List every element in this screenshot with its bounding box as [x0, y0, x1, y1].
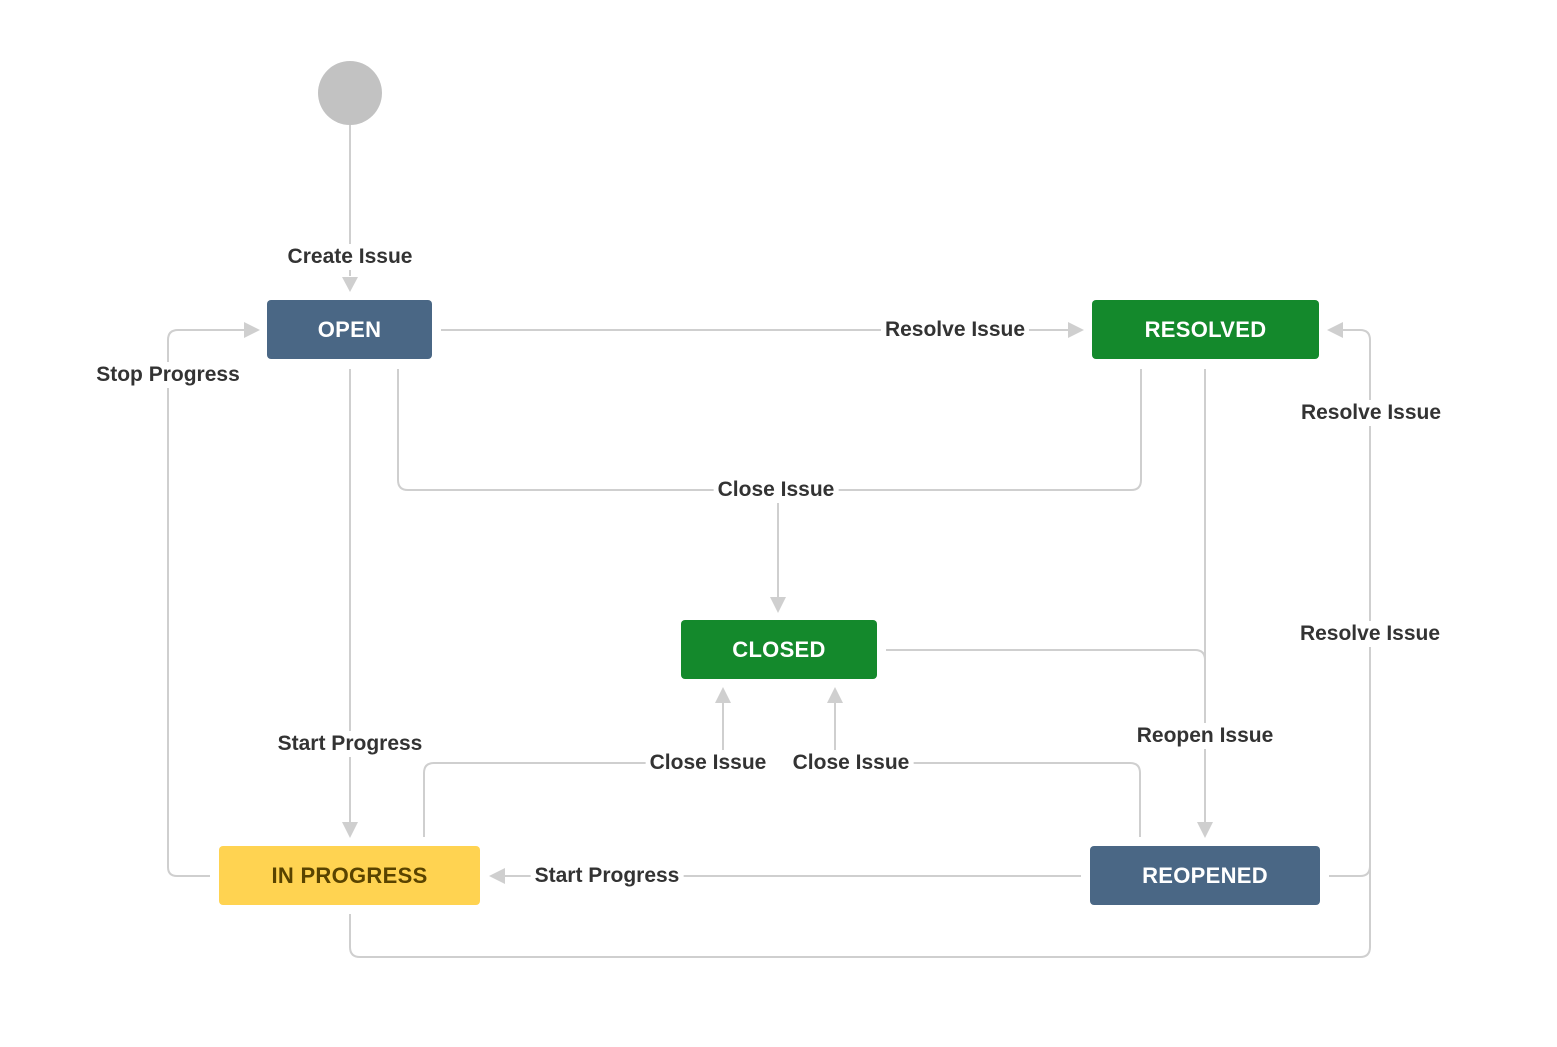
edge-close-open-resolved: [397, 369, 1142, 491]
transition-label-close-open-resolved[interactable]: Close Issue: [713, 477, 839, 503]
edge-resolve-inprogress: [349, 866, 1371, 958]
status-resolved[interactable]: RESOLVED: [1092, 300, 1319, 359]
transition-label-resolve-inprogress[interactable]: Resolve Issue: [1295, 621, 1445, 647]
edge-close-reopened: [834, 703, 1141, 837]
status-open[interactable]: OPEN: [267, 300, 432, 359]
arrowhead-resolve-open: [1068, 322, 1084, 338]
initial-state-node: [318, 61, 382, 125]
arrowhead-close-reopened: [827, 687, 843, 703]
status-in-progress[interactable]: IN PROGRESS: [219, 846, 480, 905]
arrowhead-stop-progress: [244, 322, 260, 338]
transition-label-create-issue[interactable]: Create Issue: [283, 244, 417, 270]
edge-close-inprogress: [423, 703, 724, 837]
transition-label-stop-progress[interactable]: Stop Progress: [92, 362, 244, 388]
arrowhead-create-issue: [342, 277, 358, 292]
transition-label-resolve-open[interactable]: Resolve Issue: [880, 317, 1030, 343]
arrowhead-resolve-reopened: [1327, 322, 1343, 338]
transition-label-start-progress-open[interactable]: Start Progress: [273, 731, 427, 757]
edge-resolve-reopened: [1329, 329, 1371, 877]
arrowhead-close-inprogress: [715, 687, 731, 703]
arrowhead-start-progress-reopened: [489, 868, 505, 884]
status-reopened[interactable]: REOPENED: [1090, 846, 1320, 905]
status-closed[interactable]: CLOSED: [681, 620, 877, 679]
transition-label-close-inprogress[interactable]: Close Issue: [645, 750, 771, 776]
edge-reopen-from-closed: [886, 649, 1206, 661]
edge-stop-progress: [167, 329, 244, 877]
transition-label-start-progress-reopened[interactable]: Start Progress: [530, 863, 684, 889]
transition-label-reopen-issue[interactable]: Reopen Issue: [1132, 723, 1278, 749]
arrowhead-start-progress-open: [342, 822, 358, 838]
transition-label-resolve-reopened[interactable]: Resolve Issue: [1296, 400, 1446, 426]
arrowhead-reopen: [1197, 822, 1213, 838]
arrowhead-close-to-closed: [770, 597, 786, 613]
transition-label-close-reopened[interactable]: Close Issue: [788, 750, 914, 776]
